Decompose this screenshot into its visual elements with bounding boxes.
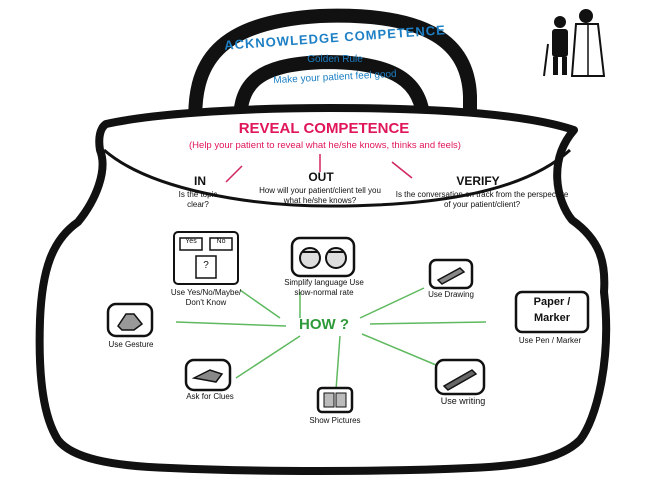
question-card-text: ? bbox=[196, 260, 216, 271]
pictures-icon bbox=[318, 388, 352, 412]
handle-line-golden-rule: Golden Rule bbox=[260, 54, 410, 65]
pen-card-line1: Paper / bbox=[516, 296, 588, 308]
clue-hand-icon bbox=[186, 360, 230, 390]
drawing-pencil-icon bbox=[430, 260, 472, 288]
writing-hand-icon bbox=[436, 360, 484, 394]
method-label-drawing: Use Drawing bbox=[424, 290, 478, 300]
hub-how-label: HOW ? bbox=[286, 316, 362, 333]
no-card-text: No bbox=[210, 238, 232, 245]
method-label-writing: Use writing bbox=[432, 396, 494, 406]
column-in-heading: IN bbox=[180, 174, 220, 188]
method-label-pen-marker: Use Pen / Marker bbox=[500, 336, 600, 345]
method-label-clues: Ask for Clues bbox=[176, 392, 244, 401]
method-label-yes-no: Use Yes/No/Maybe/ Don't Know bbox=[164, 288, 248, 308]
column-out-heading: OUT bbox=[298, 170, 344, 184]
reveal-subtitle: (Help your patient to reveal what he/she… bbox=[110, 140, 540, 151]
column-verify-heading: VERIFY bbox=[438, 174, 518, 188]
yes-card-text: Yes bbox=[180, 238, 202, 245]
reveal-title: REVEAL COMPETENCE bbox=[200, 120, 448, 137]
column-verify-body: Is the conversation on track from the pe… bbox=[392, 190, 572, 210]
method-label-pictures: Show Pictures bbox=[300, 416, 370, 425]
column-in-body: Is the topic clear? bbox=[168, 190, 228, 210]
method-label-gesture: Use Gesture bbox=[96, 340, 166, 349]
method-label-simplify: Simplify language Use slow-normal rate bbox=[276, 278, 372, 298]
gesture-hand-icon bbox=[108, 304, 152, 336]
people-icon bbox=[544, 9, 604, 76]
pen-card-line2: Marker bbox=[516, 312, 588, 324]
column-out-body: How will your patient/client tell you wh… bbox=[250, 186, 390, 206]
talking-heads-icon bbox=[292, 238, 354, 276]
